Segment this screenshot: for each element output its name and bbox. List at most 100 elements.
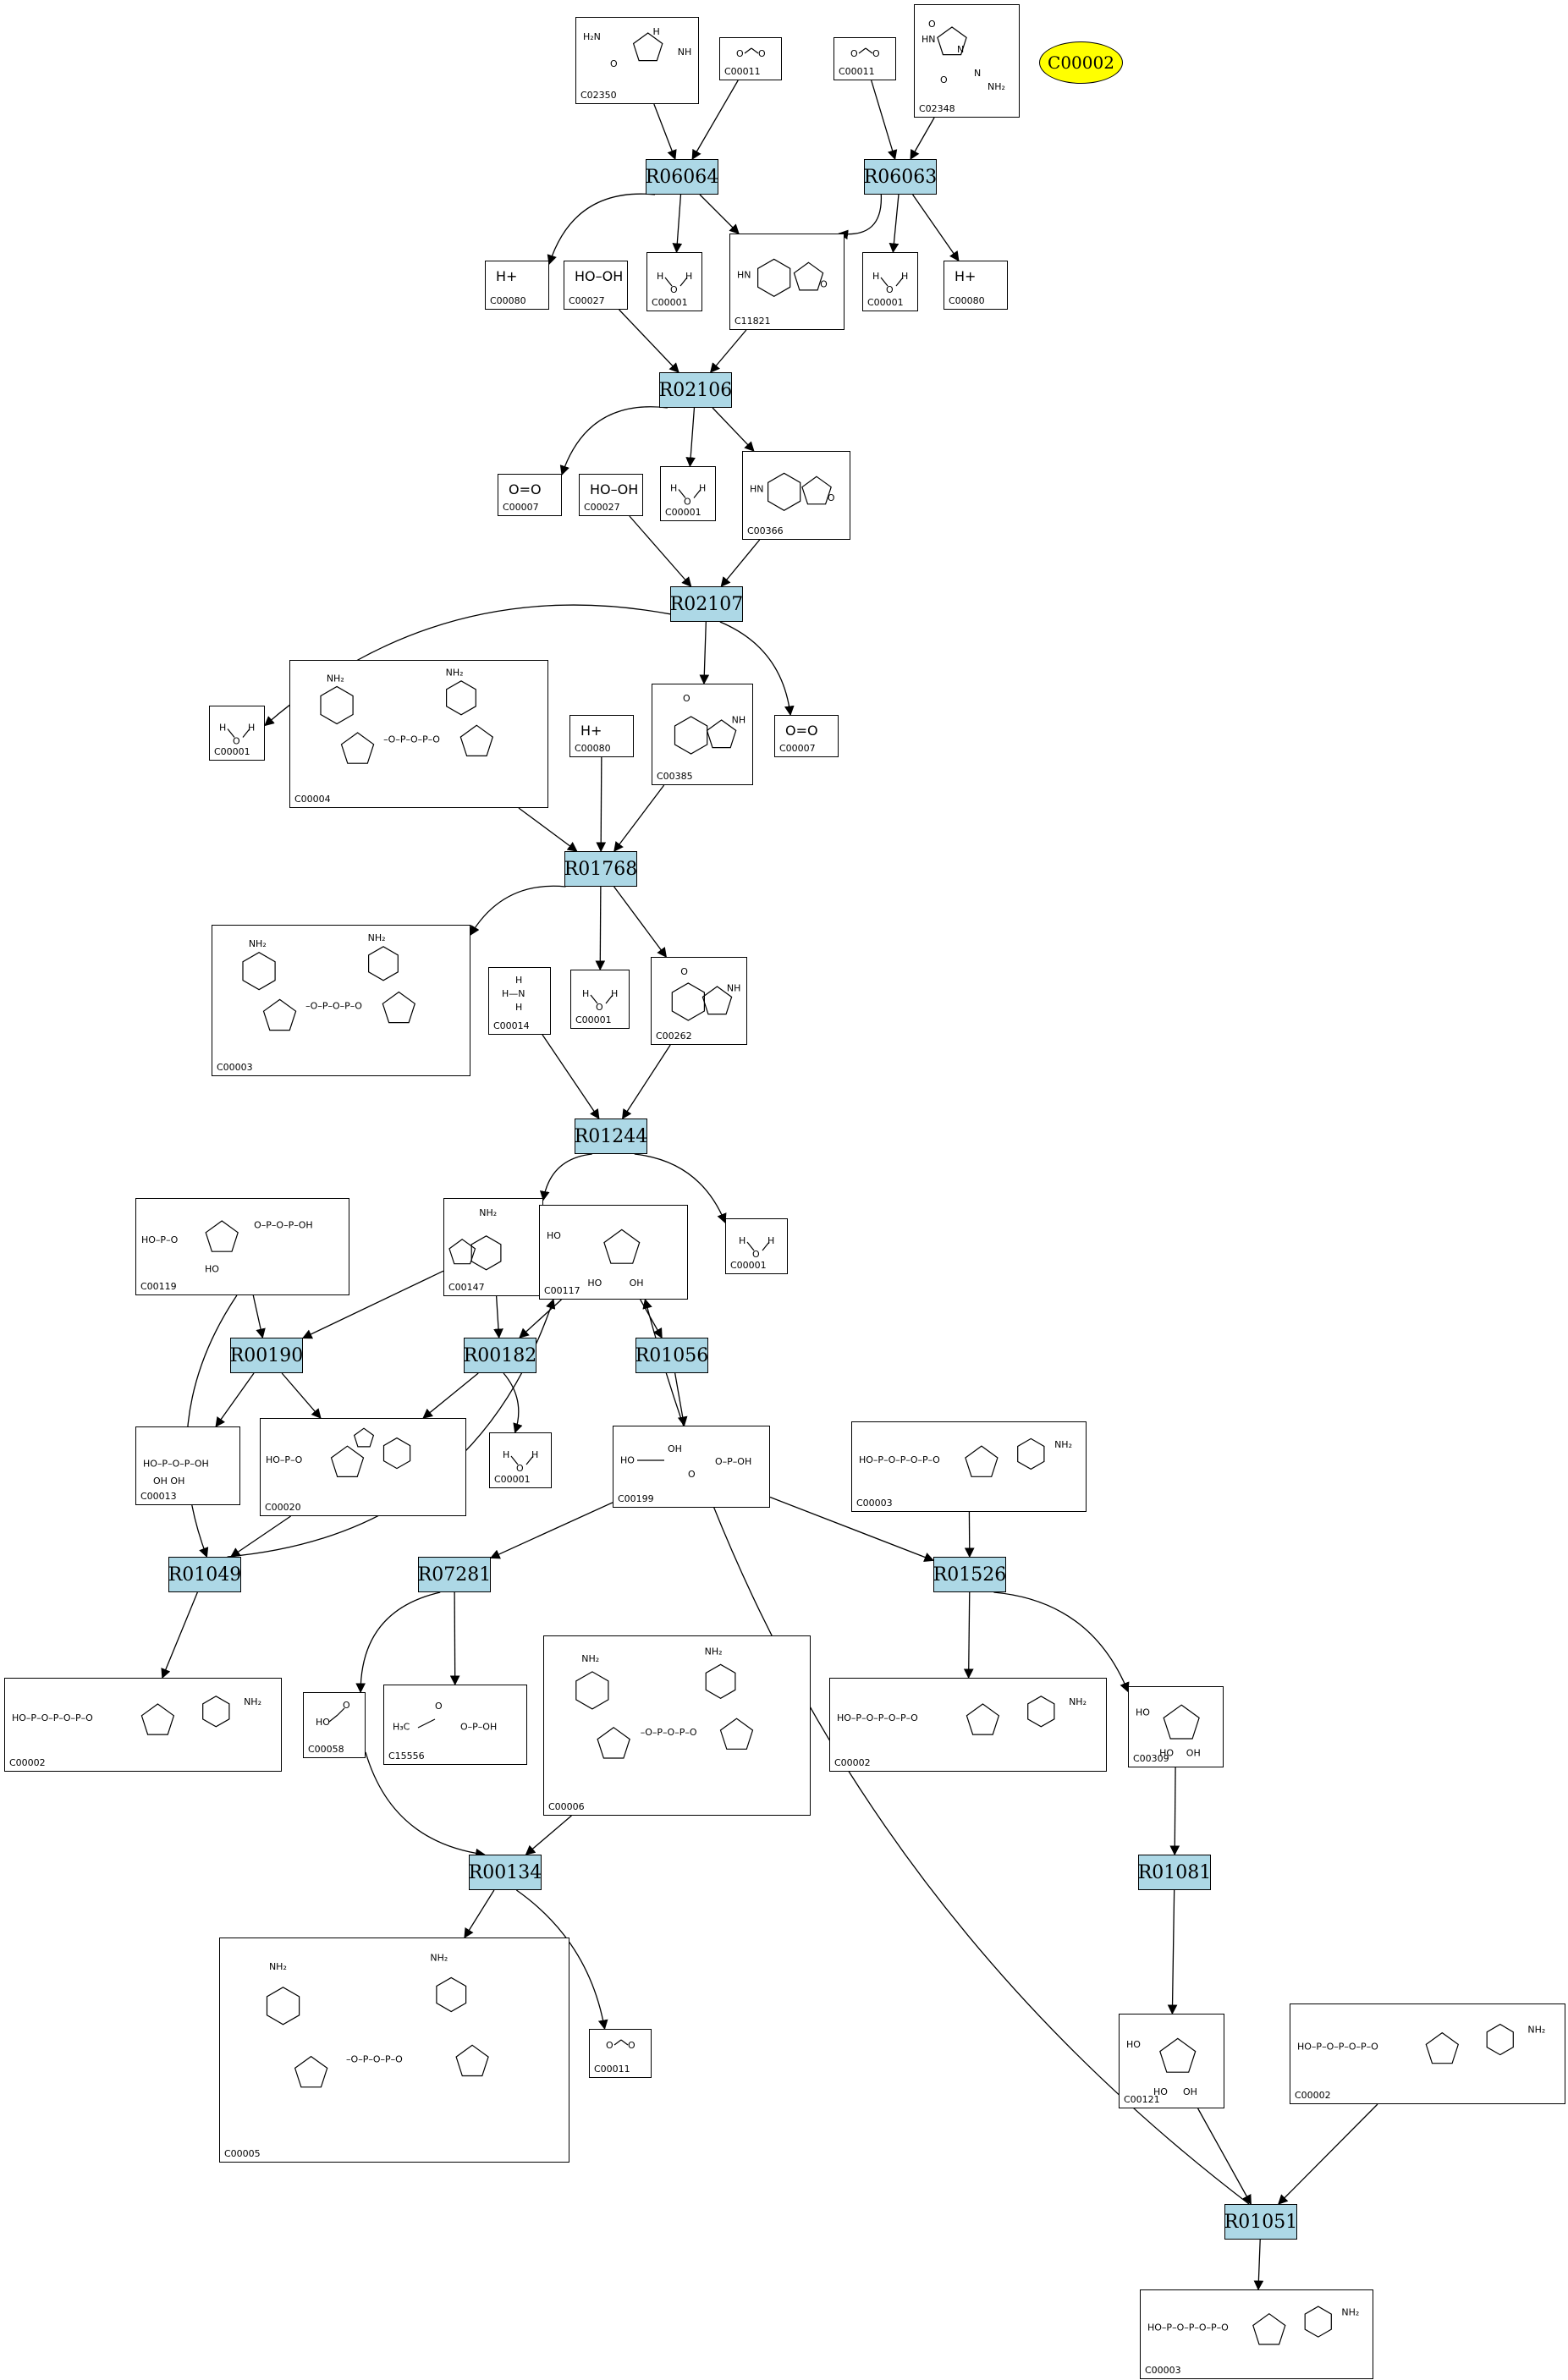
compound-formula: H+ (955, 268, 977, 284)
compound-id-label: C15556 (388, 1751, 425, 1762)
svg-text:NH: NH (678, 47, 692, 58)
reaction-r02107[interactable]: R02107 (670, 586, 743, 622)
reaction-r01049[interactable]: R01049 (168, 1557, 241, 1592)
edge-R02107-c00007b (719, 621, 795, 717)
reaction-r01526[interactable]: R01526 (933, 1557, 1006, 1592)
edge-c02348-R06063 (910, 117, 935, 161)
svg-text:NH₂: NH₂ (1527, 2024, 1545, 2035)
reaction-r01081[interactable]: R01081 (1138, 1855, 1211, 1890)
reaction-r01768[interactable]: R01768 (564, 851, 637, 887)
compound-id-label: C00005 (224, 2148, 261, 2159)
compound-box-c00080[interactable]: H+C00080 (569, 715, 634, 757)
edge-R00182-c00001g (503, 1372, 523, 1434)
reaction-r02106[interactable]: R02106 (659, 372, 732, 408)
molecule-structure-icon: HOO (316, 1700, 350, 1728)
reaction-r01056[interactable]: R01056 (635, 1338, 708, 1373)
compound-id-label: C00003 (217, 1062, 253, 1073)
edge-c00199-R07281 (489, 1502, 613, 1559)
molecule-structure-icon: HO–P–O (266, 1427, 411, 1478)
reaction-r00134[interactable]: R00134 (469, 1855, 542, 1890)
reaction-r01051[interactable]: R01051 (1224, 2204, 1297, 2240)
compound-id-label: C02348 (919, 103, 955, 114)
compound-box-c00080[interactable]: H+ C00080 (944, 261, 1008, 310)
svg-text:NH₂: NH₂ (430, 1953, 448, 1964)
compound-id-label: C11821 (734, 316, 771, 327)
svg-text:H: H (685, 271, 692, 282)
svg-text:H₃C: H₃C (393, 1721, 410, 1732)
compound-box-c00080[interactable]: H+C00080 (485, 261, 549, 310)
highlight-compound-oval[interactable]: C00002 (1039, 41, 1123, 84)
reaction-r01244[interactable]: R01244 (575, 1119, 647, 1154)
reaction-r00190[interactable]: R00190 (230, 1338, 303, 1373)
svg-text:NH₂: NH₂ (705, 1646, 723, 1657)
reaction-r06064[interactable]: R06064 (646, 159, 718, 195)
edge-R02106-c00001c (685, 407, 696, 468)
svg-text:O: O (928, 19, 936, 30)
reaction-r07281[interactable]: R07281 (418, 1557, 491, 1592)
compound-id-label: C00006 (548, 1801, 585, 1812)
compound-id-label: C00080 (949, 295, 985, 306)
edge-R01768-c00001e (595, 886, 606, 971)
svg-text:HO–P–O–P–O–P–O: HO–P–O–P–O–P–O (837, 1712, 918, 1723)
compound-id-label: C00002 (9, 1757, 46, 1768)
molecule-structure-icon: ONH (671, 966, 740, 1021)
molecule-structure-icon: HOH (219, 723, 255, 747)
edge-R01526-c00002b (963, 1591, 974, 1679)
svg-text:H: H (872, 271, 879, 282)
reaction-r00182[interactable]: R00182 (464, 1338, 536, 1373)
compound-formula: HO–OH (575, 268, 624, 284)
svg-text:–O–P–O–P–O: –O–P–O–P–O (305, 1000, 362, 1011)
svg-text:NH₂: NH₂ (1069, 1696, 1087, 1707)
molecule-structure-icon: HH—NH (502, 975, 525, 1013)
reaction-r06063[interactable]: R06063 (864, 159, 937, 195)
compound-id-label: C00001 (867, 297, 904, 308)
